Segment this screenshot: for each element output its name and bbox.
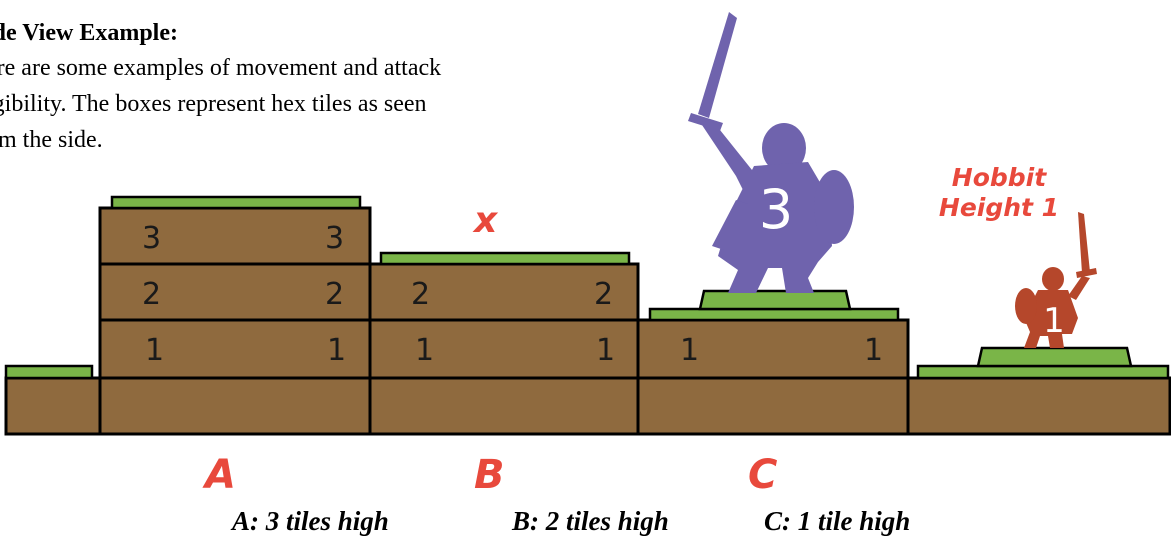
hero-head bbox=[762, 123, 806, 173]
grass-slab-b bbox=[379, 251, 631, 266]
hero-arm-left bbox=[712, 200, 748, 250]
hero-figure-base bbox=[698, 289, 852, 311]
caption-a: A: 3 tiles high bbox=[232, 506, 389, 536]
tile-number: 2 bbox=[325, 277, 344, 312]
grass-slab-a bbox=[110, 195, 362, 210]
tile-number: 1 bbox=[327, 333, 346, 368]
grass-slab-left bbox=[4, 364, 94, 380]
tile-number: 1 bbox=[415, 333, 434, 368]
intro-title: ide View Example: bbox=[0, 20, 178, 46]
column-label-c: C bbox=[748, 452, 778, 498]
hero-arm bbox=[700, 120, 758, 192]
grass-slab-right bbox=[916, 364, 1170, 380]
hobbit-figure-base bbox=[976, 346, 1133, 368]
tile-number: 1 bbox=[864, 333, 883, 368]
tile-a-3 bbox=[98, 206, 372, 266]
ground-segment-right bbox=[906, 376, 1171, 436]
caption-b: B: 2 tiles high bbox=[512, 506, 669, 536]
tile-number: 3 bbox=[142, 221, 161, 256]
shield-icon bbox=[1015, 288, 1037, 324]
hobbit-figure: 1 bbox=[1015, 212, 1097, 348]
shield-icon bbox=[814, 170, 854, 244]
sword-icon bbox=[698, 12, 737, 118]
ground-segment-b bbox=[368, 376, 640, 436]
tile-number: 1 bbox=[145, 333, 164, 368]
intro-line: ere are some examples of movement and at… bbox=[0, 55, 442, 81]
hero-figure: 3 bbox=[688, 12, 854, 293]
hero-figure-number: 3 bbox=[759, 178, 793, 241]
blocked-marker: x bbox=[474, 200, 498, 241]
intro-line: om the side. bbox=[0, 127, 103, 153]
hobbit-label-line: Hobbit bbox=[951, 163, 1047, 192]
ground-segment-c bbox=[636, 376, 910, 436]
ground-segment-left bbox=[4, 376, 102, 436]
tile-number: 1 bbox=[680, 333, 699, 368]
hobbit-figure-number: 1 bbox=[1043, 301, 1065, 341]
stack-b: 1 1 2 2 bbox=[368, 251, 640, 380]
column-label-b: B bbox=[474, 452, 505, 498]
intro-line: igibility. The boxes represent hex tiles… bbox=[0, 91, 427, 117]
ground-segment-a bbox=[98, 376, 372, 436]
grass-slab-c bbox=[648, 307, 900, 322]
caption-c: C: 1 tile high bbox=[764, 506, 911, 536]
tile-number: 2 bbox=[142, 277, 161, 312]
tile-number: 2 bbox=[411, 277, 430, 312]
hobbit-label-line: Height 1 bbox=[938, 193, 1060, 222]
hobbit-height-label: Hobbit Height 1 bbox=[926, 163, 1072, 223]
hobbit-head bbox=[1042, 267, 1064, 291]
hobbit-arm bbox=[1068, 276, 1090, 300]
tile-a-2 bbox=[98, 262, 372, 322]
column-label-a: A bbox=[205, 452, 236, 498]
tile-number: 2 bbox=[594, 277, 613, 312]
tile-number: 1 bbox=[596, 333, 615, 368]
hero-body bbox=[718, 162, 832, 293]
sword-icon bbox=[1078, 212, 1090, 273]
intro-text-block: ide View Example: ere are some examples … bbox=[0, 16, 646, 158]
hobbit-body bbox=[1024, 290, 1078, 348]
stack-a: 1 1 2 2 3 3 bbox=[98, 195, 372, 380]
stack-c: 1 1 bbox=[636, 307, 910, 380]
tile-a-1 bbox=[98, 318, 372, 380]
tile-number: 3 bbox=[325, 221, 344, 256]
tile-b-2 bbox=[368, 262, 640, 322]
tile-c-1 bbox=[636, 318, 910, 380]
sword-guard bbox=[1076, 268, 1097, 278]
